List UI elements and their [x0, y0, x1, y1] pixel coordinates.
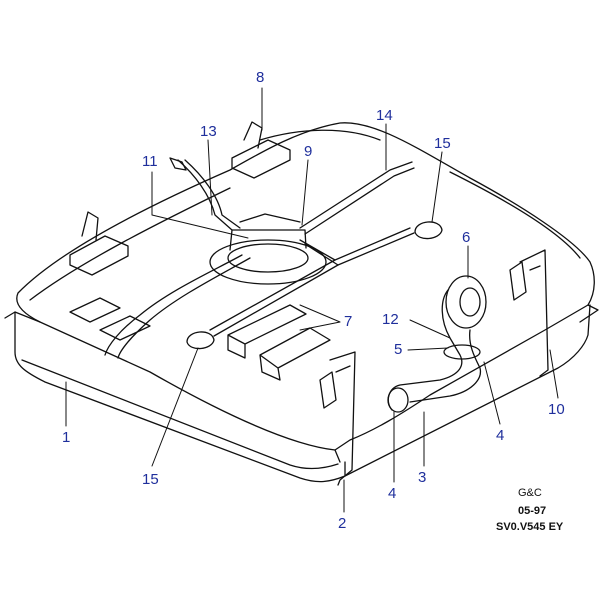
callout-9: 9	[304, 143, 313, 160]
credit-brand: G&C	[518, 487, 542, 499]
pump-flange-ring	[209, 239, 327, 285]
heat-shield-pads	[227, 304, 331, 381]
tank-straps	[319, 249, 549, 486]
filler-cap-inner	[459, 287, 481, 317]
leader-12	[409, 319, 451, 339]
leader-7	[299, 304, 341, 331]
credit-date: 05-97	[518, 505, 547, 517]
callout-4b: 4	[496, 427, 505, 444]
hose-clamp-lower	[387, 387, 409, 413]
tank-bottom-edge	[21, 359, 346, 477]
leader-15b	[151, 347, 199, 467]
callout-8: 8	[256, 69, 265, 86]
vent-pipe-branch	[299, 227, 415, 266]
callout-3: 3	[418, 469, 427, 486]
tank-top-face	[16, 122, 595, 451]
credit-code: SV0.V545 EY	[496, 521, 564, 533]
tank-top-lip	[29, 129, 581, 301]
leader-4b	[483, 361, 501, 425]
fuel-line-stub	[169, 157, 187, 171]
leader-15a	[431, 151, 443, 223]
strap-10-hook	[509, 261, 527, 301]
mounting-brackets	[69, 121, 291, 341]
bracket-left	[69, 211, 129, 276]
fuel-line-11	[104, 254, 243, 356]
filler-neck	[387, 275, 487, 413]
fuel-line-13b	[184, 159, 241, 229]
leader-13	[207, 139, 213, 216]
leader-lines	[65, 87, 559, 513]
strap-2-hook	[319, 371, 337, 409]
callout-11: 11	[142, 153, 158, 170]
rollover-valve-front	[186, 331, 215, 350]
callout-15b: 15	[142, 471, 159, 488]
hose-clamp-upper	[443, 344, 481, 360]
pad-7a	[227, 304, 307, 359]
pump-flange-inner	[227, 243, 309, 273]
fuel-line-11b	[117, 257, 251, 359]
rollover-valves	[186, 221, 443, 350]
pad-7b	[259, 327, 331, 381]
pad-left	[69, 297, 151, 341]
tank-side-wall	[14, 304, 591, 483]
callout-12: 12	[382, 311, 399, 328]
bracket-rear	[231, 121, 291, 179]
callout-14: 14	[376, 107, 393, 124]
fuel-tank	[4, 122, 599, 483]
callout-7: 7	[344, 313, 353, 330]
pump-flange	[209, 213, 327, 285]
leader-5	[407, 347, 449, 351]
vent-pipe-down	[209, 259, 339, 337]
tank-flange	[4, 304, 599, 463]
leader-11	[151, 171, 249, 239]
vent-pipes	[209, 161, 415, 337]
leader-10	[549, 349, 559, 399]
callout-2: 2	[338, 515, 347, 532]
strap-2	[329, 351, 356, 486]
callout-15a: 15	[434, 135, 451, 152]
callout-4a: 4	[388, 485, 397, 502]
callout-6: 6	[462, 229, 471, 246]
callout-10: 10	[548, 401, 565, 418]
vent-pipe-14	[299, 161, 415, 235]
rollover-valve-rear	[414, 221, 443, 240]
pump-flange-housing	[229, 213, 307, 251]
strap-10	[519, 249, 549, 377]
callout-5: 5	[394, 341, 403, 358]
filler-neck-pipe-outer	[409, 329, 482, 403]
callout-1: 1	[62, 429, 71, 446]
callout-13: 13	[200, 123, 217, 140]
leader-9	[301, 159, 309, 226]
filler-cap-ring	[445, 275, 487, 329]
